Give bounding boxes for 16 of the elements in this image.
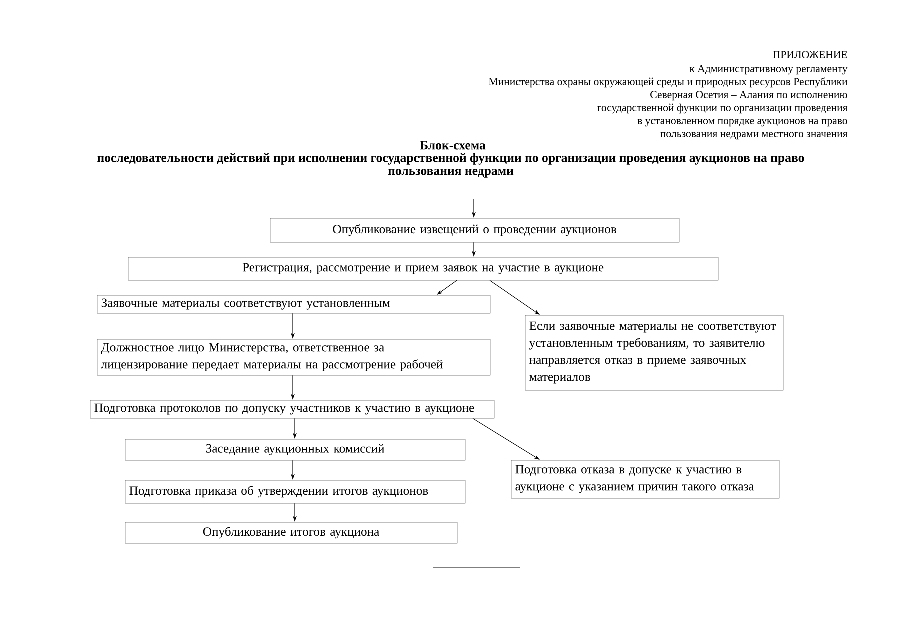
process-box: Подготовка приказа об утверждении итогов аукционов	[125, 480, 466, 504]
arrow	[437, 280, 458, 295]
title: Блок-схема	[420, 141, 486, 150]
process-box: Заявочные материалы соответствуют установленным	[97, 295, 491, 314]
process-box: Опубликование итогов аукциона	[125, 522, 458, 544]
arrow	[490, 280, 540, 315]
header-text: ПРИЛОЖЕНИЕ	[773, 51, 848, 58]
subtitle: последовательности действий при исполнении государственной функции по организации проведения аукционов на право пользования недрами	[98, 153, 804, 178]
process-box: Подготовка отказа в допуске к участию в аукционе с указанием причин такого отказа	[511, 460, 780, 499]
process-box: Опубликование извещений о проведении аукционов	[270, 218, 680, 243]
process-box: Заседание аукционных комиссий	[125, 439, 466, 461]
header-text: к Административному регламенту Министерства охраны окружающей среды и природных ресурсов Республики Северная Осетия – Алания по исполнению государственной функции по организации проведения в установленном порядке аукционов на право пользования недрами местного значения	[489, 65, 848, 140]
process-box: Подготовка протоколов по допуску участников к участию в аукционе	[90, 400, 495, 419]
process-box: Если заявочные материалы не соответствуют установленным требованиям, то заявителю направляется отказ в приеме заявочных материалов	[525, 315, 784, 391]
process-box: Регистрация, рассмотрение и прием заявок на участие в аукционе	[128, 257, 719, 281]
process-box: Должностное лицо Министерства, ответственное за лицензирование передает материалы на рассмотрение рабочей	[97, 339, 491, 376]
